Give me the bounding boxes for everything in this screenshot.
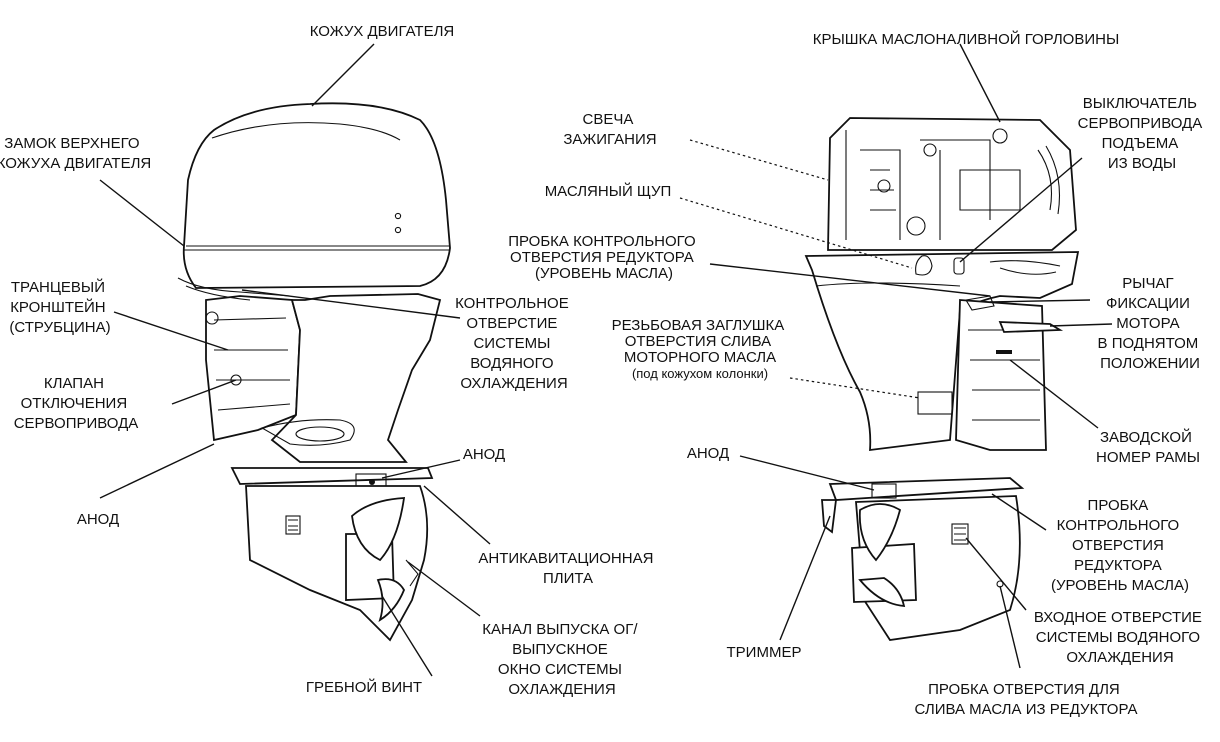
label-top-cowl-latch: ЗАМОК ВЕРХНЕГО КОЖУХА ДВИГАТЕЛЯ — [0, 135, 151, 172]
label-gearcase-level-plug-top: ПРОБКА КОНТРОЛЬНОГО ОТВЕРСТИЯ РЕДУКТОРА … — [508, 233, 700, 282]
label-spark-plug: СВЕЧА ЗАЖИГАНИЯ — [563, 111, 656, 148]
label-trim-switch: ВЫКЛЮЧАТЕЛЬ СЕРВОПРИВОДА ПОДЪЕМА ИЗ ВОДЫ — [1078, 95, 1207, 172]
label-gearcase-level-plug: ПРОБКА КОНТРОЛЬНОГО ОТВЕРСТИЯ РЕДУКТОРА … — [1051, 497, 1189, 594]
label-anode-center: АНОД — [463, 446, 505, 463]
label-oil-drain-plug: РЕЗЬБОВАЯ ЗАГЛУШКА ОТВЕРСТИЯ СЛИВА МОТОР… — [612, 317, 789, 366]
leader-lines — [99, 43, 1113, 677]
label-gear-oil-drain: ПРОБКА ОТВЕРСТИЯ ДЛЯ СЛИВА МАСЛА ИЗ РЕДУ… — [915, 681, 1138, 718]
label-trim-tab: ТРИММЕР — [727, 644, 802, 661]
label-dipstick: МАСЛЯНЫЙ ЩУП — [545, 182, 672, 200]
label-anode-right: АНОД — [687, 445, 729, 462]
label-oil-fill-cap: КРЫШКА МАСЛОНАЛИВНОЙ ГОРЛОВИНЫ — [813, 30, 1119, 48]
label-exhaust-outlet: КАНАЛ ВЫПУСКА ОГ/ ВЫПУСКНОЕ ОКНО СИСТЕМЫ… — [482, 621, 641, 698]
labels: КОЖУХ ДВИГАТЕЛЯ ЗАМОК ВЕРХНЕГО КОЖУХА ДВ… — [0, 23, 1207, 718]
label-propeller: ГРЕБНОЙ ВИНТ — [306, 678, 422, 696]
label-anode-left: АНОД — [77, 511, 119, 528]
label-serial-number: ЗАВОДСКОЙ НОМЕР РАМЫ — [1096, 428, 1200, 466]
label-tilt-lock-lever: РЫЧАГ ФИКСАЦИИ МОТОРА В ПОДНЯТОМ ПОЛОЖЕН… — [1098, 275, 1203, 372]
right-motor-drawing — [804, 117, 1080, 641]
label-anti-ventilation-plate: АНТИКАВИТАЦИОННАЯ ПЛИТА — [478, 550, 657, 587]
label-trim-release-valve: КЛАПАН ОТКЛЮЧЕНИЯ СЕРВОПРИВОДА — [14, 375, 139, 432]
label-engine-cowl: КОЖУХ ДВИГАТЕЛЯ — [310, 23, 455, 40]
label-water-pump-indicator: КОНТРОЛЬНОЕ ОТВЕРСТИЕ СИСТЕМЫ ВОДЯНОГО О… — [455, 295, 573, 392]
label-transom-bracket: ТРАНЦЕВЫЙ КРОНШТЕЙН (СТРУБЦИНА) — [9, 278, 110, 336]
label-oil-drain-note: (под кожухом колонки) — [632, 366, 768, 381]
label-water-intake: ВХОДНОЕ ОТВЕРСТИЕ СИСТЕМЫ ВОДЯНОГО ОХЛАЖ… — [1034, 609, 1206, 666]
left-motor-drawing — [177, 102, 451, 642]
